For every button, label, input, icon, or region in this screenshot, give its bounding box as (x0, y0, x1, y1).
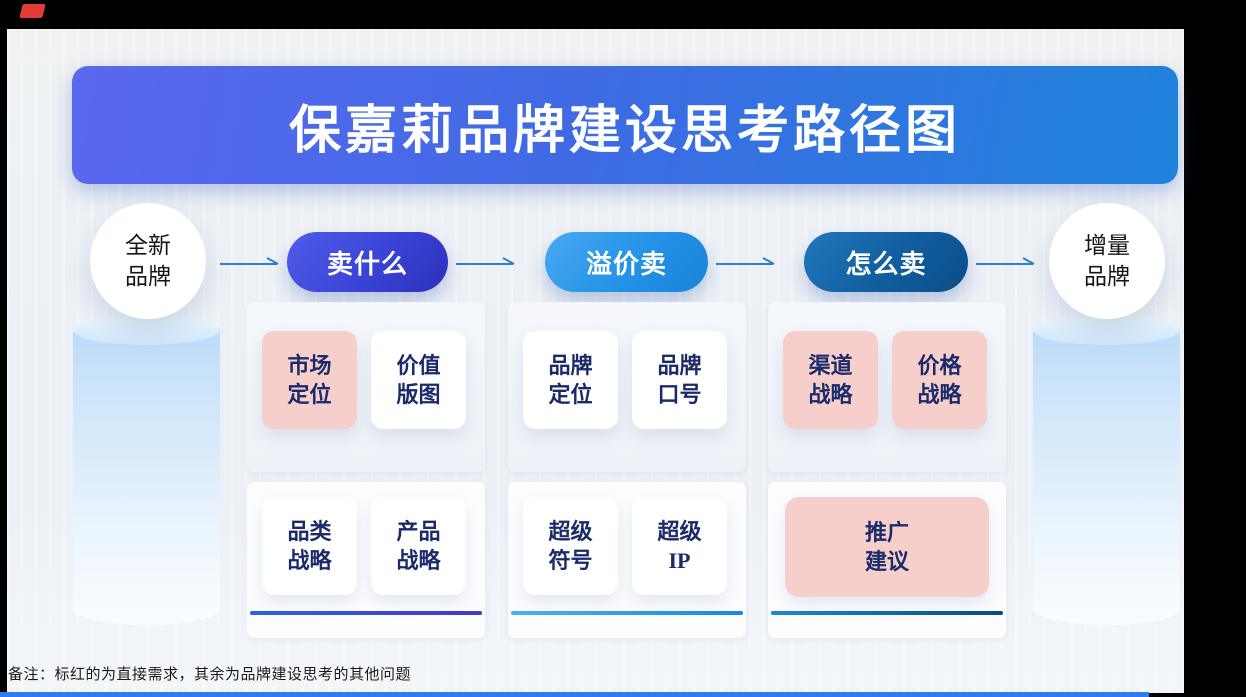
end-node-label-line2: 品牌 (1084, 263, 1130, 289)
stage-pill-what-to-sell: 卖什么 (287, 232, 448, 292)
start-node-label-line1: 全新 (125, 232, 171, 258)
card-label: 战略 (808, 382, 853, 407)
page-title: 保嘉莉品牌建设思考路径图 (288, 101, 961, 160)
card-product-strategy: 产品 战略 (371, 497, 466, 595)
card-channel-strategy: 渠道 战略 (783, 331, 878, 429)
left-pedestal (73, 315, 220, 625)
card-label: 符号 (548, 548, 593, 573)
card-label: 渠道 (808, 353, 853, 378)
stage-pill-how-to-sell: 怎么卖 (804, 232, 968, 292)
card-price-strategy: 价格 战略 (892, 331, 987, 429)
title-banner: 保嘉莉品牌建设思考路径图 (72, 66, 1178, 184)
card-brand-positioning: 品牌 定位 (523, 331, 618, 429)
stage1-bottom-panel: 品类 战略 产品 战略 (247, 482, 485, 638)
bottom-accent-bar (0, 692, 1149, 697)
start-node-label-line2: 品牌 (125, 263, 171, 289)
flow-arrow-2 (456, 257, 515, 265)
stage1-top-panel: 市场 定位 价值 版图 (247, 302, 485, 472)
card-label: 战略 (396, 548, 441, 573)
card-label: 价格 (917, 353, 962, 378)
card-label: 战略 (287, 548, 332, 573)
card-label: 战略 (917, 382, 962, 407)
card-label: 产品 (396, 519, 441, 544)
end-node-label-line1: 增量 (1084, 232, 1130, 258)
stage1-underline (250, 611, 482, 615)
stage3-underline (771, 611, 1003, 615)
card-brand-slogan: 品牌 口号 (632, 331, 727, 429)
card-label: 品牌 (548, 353, 593, 378)
card-label: 版图 (396, 382, 441, 407)
card-label: 建议 (864, 549, 909, 574)
flow-arrow-1 (220, 257, 279, 265)
stage2-top-panel: 品牌 定位 品牌 口号 (508, 302, 746, 472)
card-label: 品类 (287, 519, 332, 544)
flow-arrow-4 (976, 257, 1035, 265)
stage-pill-sell-premium: 溢价卖 (545, 232, 708, 292)
right-pedestal (1033, 315, 1180, 625)
card-label: IP (668, 548, 691, 573)
stage-pill-label: 卖什么 (326, 248, 408, 279)
card-label: 价值 (396, 353, 441, 378)
card-label: 口号 (657, 382, 702, 407)
right-pedestal-top (1033, 315, 1180, 345)
card-label: 市场 (287, 353, 332, 378)
card-label: 品牌 (657, 353, 702, 378)
card-label: 定位 (287, 382, 332, 407)
stage2-underline (511, 611, 743, 615)
end-node-incremental-brand: 增量 品牌 (1049, 203, 1165, 319)
card-super-symbol: 超级 符号 (523, 497, 618, 595)
stage3-bottom-panel: 推广 建议 (768, 482, 1006, 638)
stage-pill-label: 怎么卖 (845, 248, 927, 279)
card-super-ip: 超级 IP (632, 497, 727, 595)
card-label: 超级 (657, 519, 702, 544)
card-category-strategy: 品类 战略 (262, 497, 357, 595)
card-label: 定位 (548, 382, 593, 407)
start-node-new-brand: 全新 品牌 (90, 203, 206, 319)
stage-pill-label: 溢价卖 (585, 248, 667, 279)
footer-note: 备注：标红的为直接需求，其余为品牌建设思考的其他问题 (8, 666, 412, 683)
flow-arrow-3 (716, 257, 775, 265)
card-promotion-advice: 推广 建议 (785, 497, 989, 597)
card-label: 推广 (864, 520, 909, 545)
stage3-top-panel: 渠道 战略 价格 战略 (768, 302, 1006, 472)
left-pedestal-top (73, 315, 220, 345)
brand-logo-icon (19, 4, 46, 18)
stage2-bottom-panel: 超级 符号 超级 IP (508, 482, 746, 638)
card-label: 超级 (548, 519, 593, 544)
card-value-map: 价值 版图 (371, 331, 466, 429)
card-market-positioning: 市场 定位 (262, 331, 357, 429)
